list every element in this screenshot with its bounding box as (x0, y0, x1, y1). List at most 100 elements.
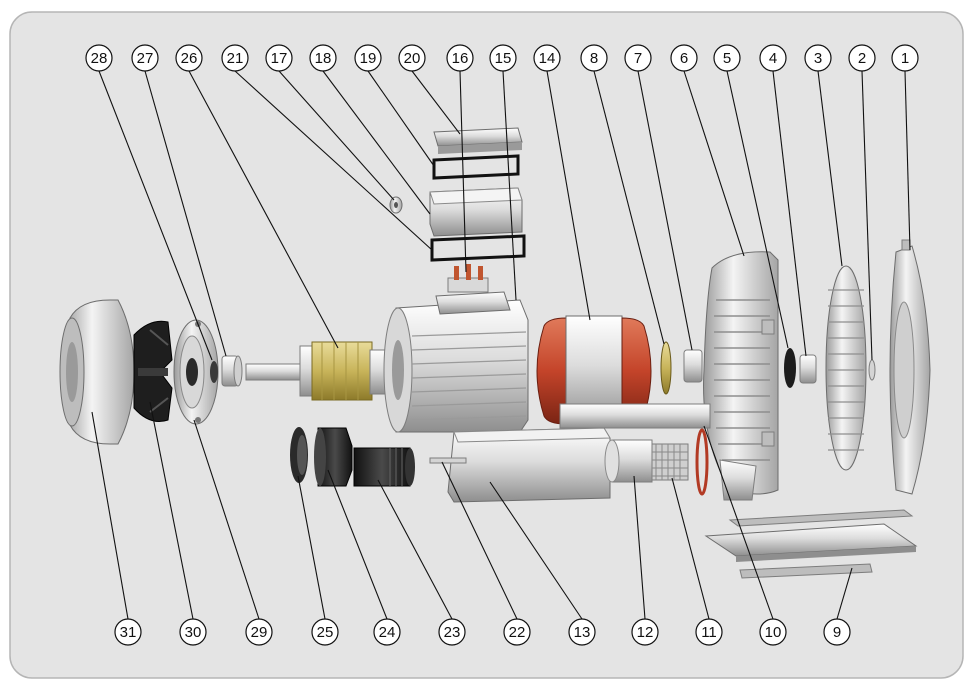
callout-number: 3 (814, 50, 822, 67)
callout-circle (759, 44, 787, 72)
callout-3: 3 (804, 44, 832, 72)
callout-number: 13 (574, 624, 591, 641)
callout-18: 18 (309, 44, 337, 72)
callout-circle (804, 44, 832, 72)
callout-number: 24 (379, 624, 396, 641)
callout-12: 12 (631, 618, 659, 646)
part-circlip (210, 361, 218, 383)
callout-circle (114, 618, 142, 646)
callout-circle (503, 618, 531, 646)
callout-number: 4 (769, 50, 777, 67)
callout-8: 8 (580, 44, 608, 72)
callout-circle (568, 618, 596, 646)
callout-29: 29 (245, 618, 273, 646)
callout-30: 30 (179, 618, 207, 646)
leader-lines (91, 70, 911, 620)
part-impeller-hub (799, 354, 817, 384)
callout-number: 10 (765, 624, 782, 641)
callout-circle (311, 618, 339, 646)
callout-circle (175, 44, 203, 72)
callout-23: 23 (438, 618, 466, 646)
callout-number: 25 (317, 624, 334, 641)
callout-10: 10 (759, 618, 787, 646)
part-upper-gasket (432, 154, 520, 180)
part-rotor (245, 341, 421, 401)
callout-15: 15 (489, 44, 517, 72)
callout-7: 7 (624, 44, 652, 72)
callout-circle (624, 44, 652, 72)
callout-17: 17 (265, 44, 293, 72)
part-brass-washer (660, 341, 672, 395)
callout-11: 11 (695, 618, 723, 646)
callout-circle (373, 618, 401, 646)
callout-circle (823, 618, 851, 646)
callout-circle (670, 44, 698, 72)
callout-circle (489, 44, 517, 72)
callout-6: 6 (670, 44, 698, 72)
callout-circle (580, 44, 608, 72)
callout-circle (446, 44, 474, 72)
callout-circle (354, 44, 382, 72)
callout-circle (891, 44, 919, 72)
callout-number: 2 (858, 50, 866, 67)
part-silencer-box (447, 403, 711, 503)
part-cooling-fan (133, 320, 173, 422)
callout-number: 6 (680, 50, 688, 67)
part-silencer-cylinder (604, 439, 653, 483)
callout-number: 23 (444, 624, 461, 641)
callout-number: 27 (137, 50, 154, 67)
callout-number: 14 (539, 50, 556, 67)
callout-number: 7 (634, 50, 642, 67)
callout-number: 18 (315, 50, 332, 67)
part-pin (429, 457, 467, 464)
callout-number: 9 (833, 624, 841, 641)
part-key (868, 359, 876, 381)
part-spacer (683, 349, 703, 383)
part-shaft-seal (784, 348, 796, 388)
callout-21: 21 (221, 44, 249, 72)
part-mesh-filter (651, 443, 689, 481)
callout-24: 24 (373, 618, 401, 646)
callout-27: 27 (131, 44, 159, 72)
part-end-cover (59, 299, 135, 445)
part-terminals (447, 264, 489, 293)
callout-circle (309, 44, 337, 72)
callout-1: 1 (891, 44, 919, 72)
callout-25: 25 (311, 618, 339, 646)
callout-31: 31 (114, 618, 142, 646)
callout-number: 19 (360, 50, 377, 67)
callout-4: 4 (759, 44, 787, 72)
part-box-lid (433, 127, 523, 154)
callout-number: 21 (227, 50, 244, 67)
parts (59, 127, 931, 579)
part-pump-housing (703, 251, 779, 495)
callout-number: 17 (271, 50, 288, 67)
callout-circle (695, 618, 723, 646)
callout-number: 26 (181, 50, 198, 67)
callout-number: 12 (637, 624, 654, 641)
callout-circle (85, 44, 113, 72)
callout-number: 1 (901, 50, 909, 67)
callout-number: 11 (701, 624, 717, 641)
callout-circle (221, 44, 249, 72)
callout-number: 22 (509, 624, 526, 641)
part-threaded-nipple (353, 447, 415, 487)
callout-circle (631, 618, 659, 646)
callout-number: 15 (495, 50, 512, 67)
part-front-cover (889, 239, 931, 495)
part-base-plate (704, 509, 918, 579)
part-lower-gasket (430, 234, 526, 262)
callout-19: 19 (354, 44, 382, 72)
callout-circle (848, 44, 876, 72)
callout-number: 20 (404, 50, 421, 67)
part-ring-nut (290, 427, 308, 483)
part-housing-foot (719, 459, 757, 501)
callout-9: 9 (823, 618, 851, 646)
callout-number: 5 (723, 50, 731, 67)
callout-16: 16 (446, 44, 474, 72)
callout-20: 20 (398, 44, 426, 72)
part-rear-bearing (221, 355, 243, 387)
part-reducer-connector (314, 427, 353, 487)
